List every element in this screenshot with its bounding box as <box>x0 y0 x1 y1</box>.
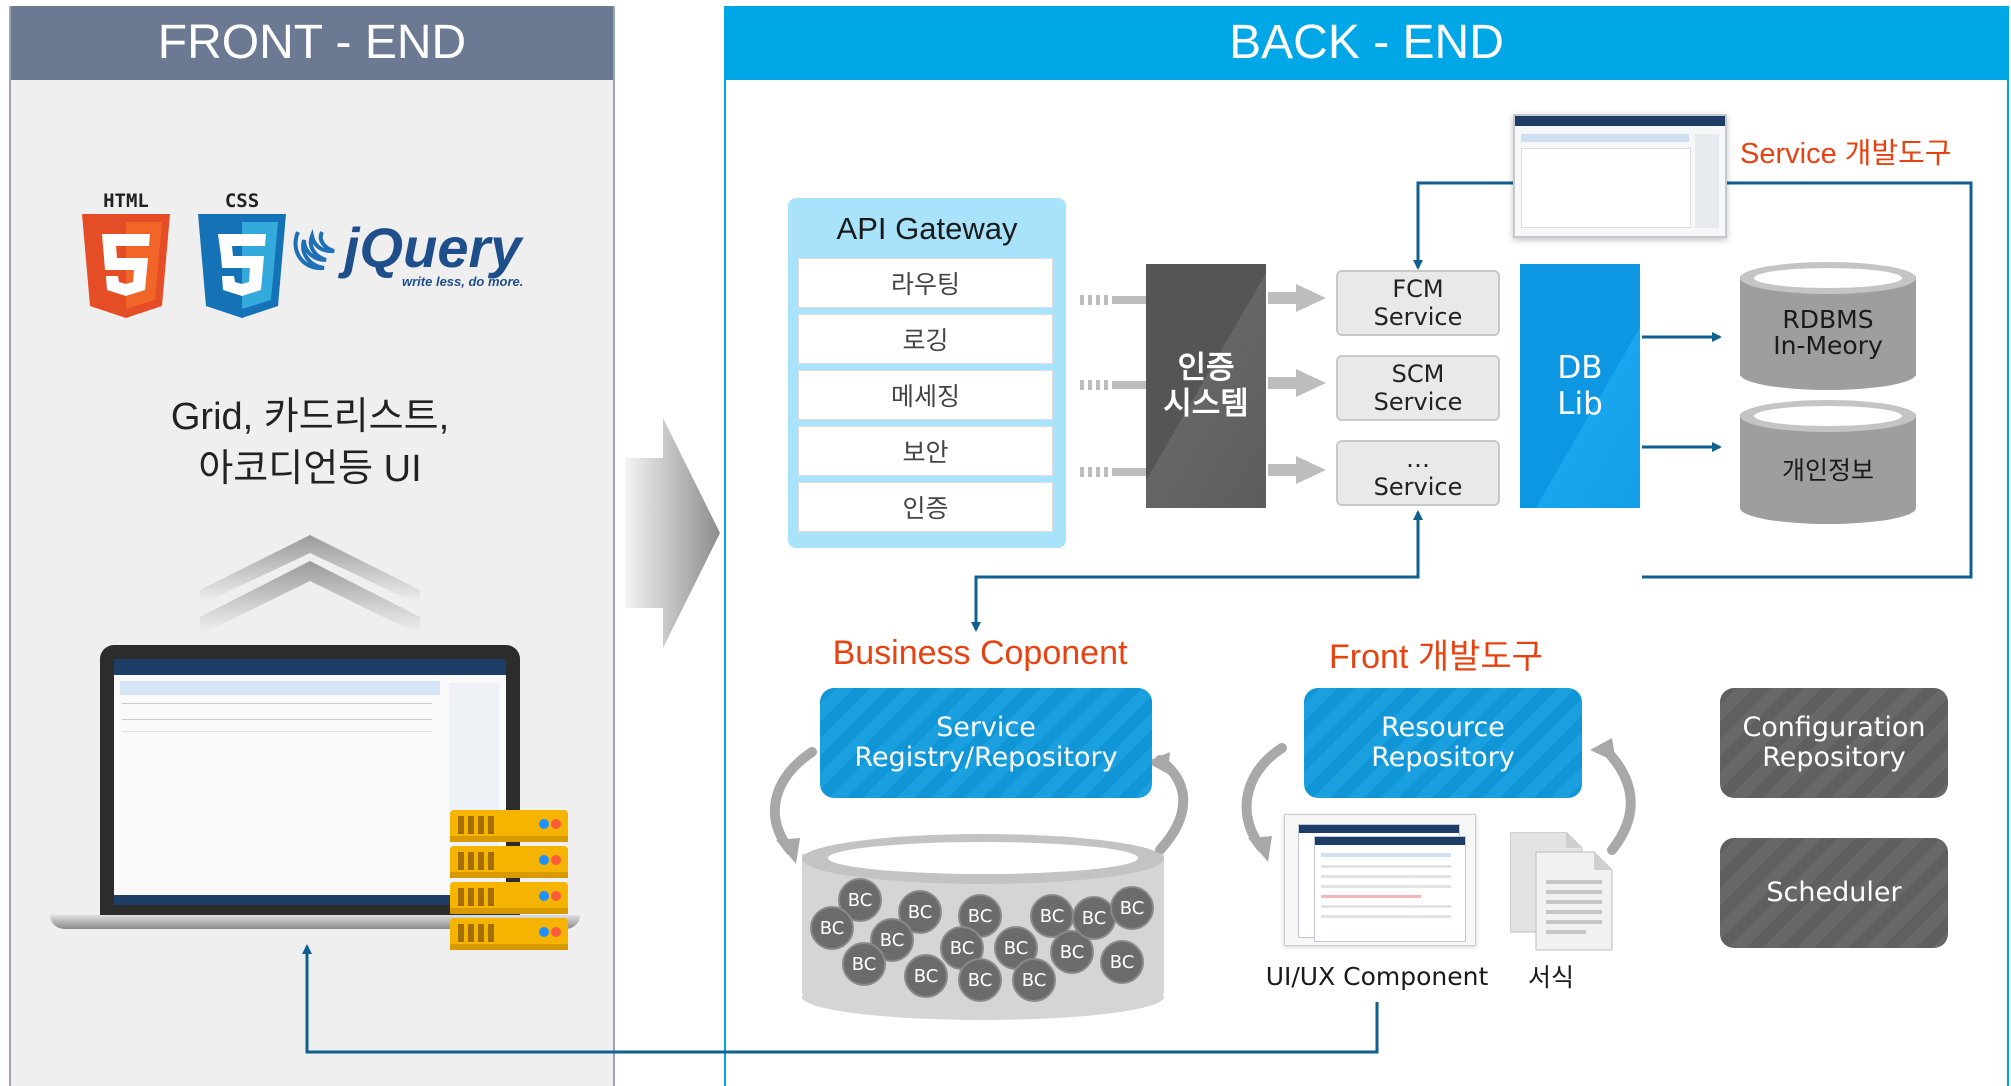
big-right-arrow-icon <box>625 418 720 648</box>
bc-node: BC <box>940 926 984 970</box>
css3-logo: CSS <box>196 190 288 320</box>
api-gateway-item: 보안 <box>798 426 1053 476</box>
service-registry-repository: Service Registry/Repository <box>820 688 1152 798</box>
html5-label: HTML <box>103 190 149 212</box>
jquery-wordmark: jQuery <box>344 216 522 279</box>
rdbms-label: RDBMS In-Meory <box>1773 305 1883 360</box>
front-end-description: Grid, 카드리스트, 아코디언등 UI <box>170 396 450 490</box>
bc-node: BC <box>898 890 942 934</box>
front-end-header: FRONT - END <box>11 6 613 80</box>
document-icon <box>1510 832 1613 951</box>
personal-info-cylinder: 개인정보 <box>1740 400 1916 524</box>
service-tool-label: Service 개발도구 <box>1740 138 1952 170</box>
configuration-repository: Configuration Repository <box>1720 688 1948 798</box>
bc-node: BC <box>904 954 948 998</box>
bc-node: BC <box>1100 940 1144 984</box>
db-lib: DB Lib <box>1520 264 1640 508</box>
bc-node: BC <box>958 958 1002 1002</box>
bc-node: BC <box>1012 958 1056 1002</box>
ui-component-label: UI/UX Component <box>1265 961 1489 991</box>
bc-node: BC <box>810 906 854 950</box>
css3-shield-icon <box>198 214 286 318</box>
jquery-swoosh-icon <box>293 229 335 271</box>
back-end-header: BACK - END <box>726 6 2007 80</box>
laptop-display <box>114 659 506 905</box>
bc-node: BC <box>1072 896 1116 940</box>
business-component-title: Business Coponent <box>832 633 1128 672</box>
bc-node: BC <box>1030 894 1074 938</box>
resource-repository: Resource Repository <box>1304 688 1582 798</box>
personal-info-label: 개인정보 <box>1781 456 1874 485</box>
fcm-service: FCM Service <box>1336 270 1500 336</box>
laptop-base <box>50 915 580 929</box>
bc-node: BC <box>1050 930 1094 974</box>
jquery-tagline: write less, do more. <box>402 274 524 289</box>
bc-node: BC <box>842 942 886 986</box>
format-label: 서식 <box>1527 963 1574 992</box>
api-gateway-item: 로깅 <box>798 314 1053 364</box>
api-gateway-item: 인증 <box>798 482 1053 532</box>
front-tool-title: Front 개발도구 <box>1329 637 1543 676</box>
api-gateway-item: 라우팅 <box>798 258 1053 308</box>
jquery-logo: jQuery write less, do more. <box>292 216 562 289</box>
rdbms-cylinder: RDBMS In-Meory <box>1740 262 1916 390</box>
other-service: … Service <box>1336 440 1500 506</box>
api-gateway: API Gateway 라우팅 로깅 메세징 보안 인증 <box>788 198 1066 548</box>
html5-logo: HTML <box>80 190 172 320</box>
api-gateway-item: 메세징 <box>798 370 1053 420</box>
auth-system: 인증 시스템 <box>1146 264 1266 508</box>
html5-shield-icon <box>82 214 170 318</box>
scm-service: SCM Service <box>1336 355 1500 421</box>
css3-label: CSS <box>224 190 260 212</box>
chevron-up-icon <box>200 535 420 635</box>
ui-component-screenshots <box>1284 814 1476 946</box>
scheduler: Scheduler <box>1720 838 1948 948</box>
service-tool-screenshot <box>1513 114 1727 238</box>
bc-node: BC <box>1110 886 1154 930</box>
server-stack-icon <box>450 810 568 952</box>
api-gateway-title: API Gateway <box>836 211 1018 246</box>
